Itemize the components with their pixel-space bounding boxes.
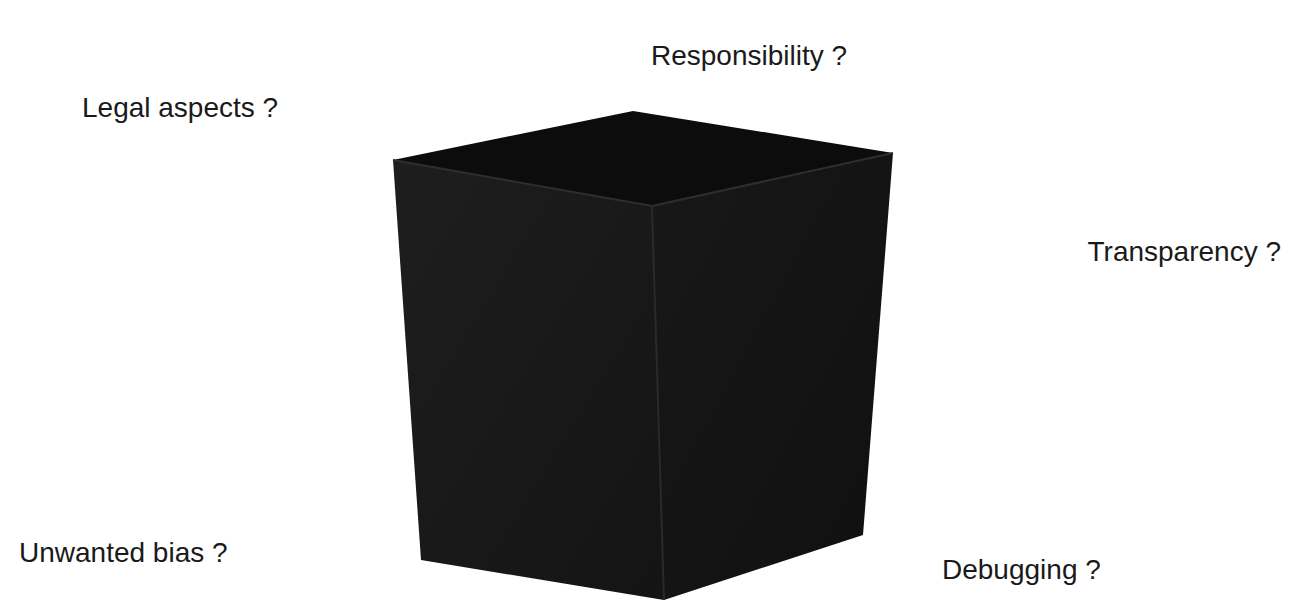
question-label: Unwanted bias ?: [17, 536, 230, 570]
question-label: Debugging ?: [940, 553, 1103, 587]
question-label: Transparency ?: [1086, 235, 1284, 269]
question-label: Responsibility ?: [649, 39, 849, 73]
cube-right-face: [652, 153, 893, 600]
cube-edge: [393, 153, 893, 206]
cube-edge: [652, 206, 664, 600]
question-label: Legal aspects ?: [80, 91, 280, 125]
cube-left-face: [393, 160, 664, 600]
